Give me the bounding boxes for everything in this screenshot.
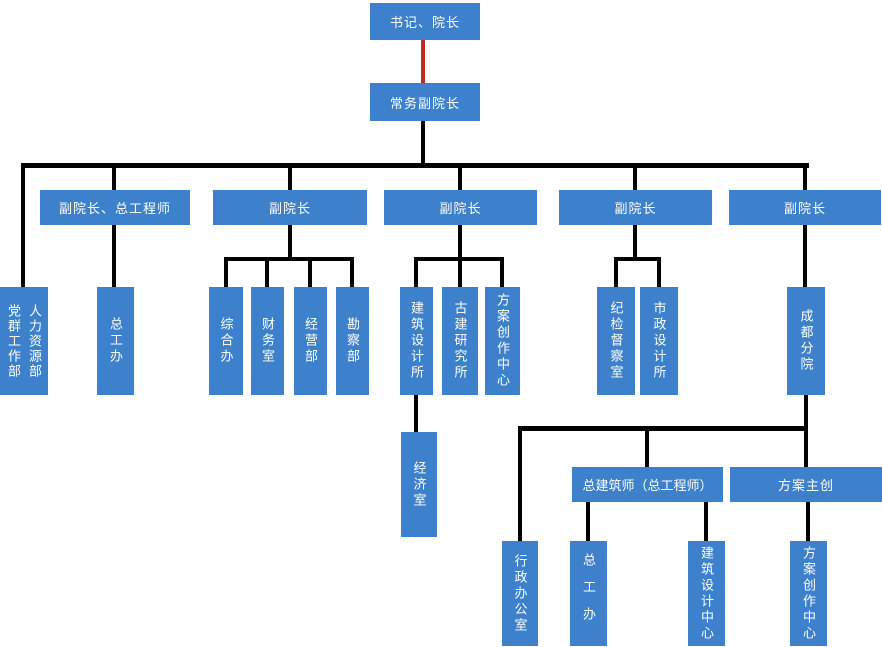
- hr-dept-label: 人力资源部: [27, 303, 42, 379]
- node-vice-dean-4: 副院长: [559, 190, 712, 225]
- node-economics-office: 经济室: [401, 432, 437, 537]
- node-admin-office: 行政办公室: [502, 541, 538, 646]
- connector-drop-vp1: [112, 163, 116, 190]
- party-mass-dept-label: 党群工作部: [6, 303, 21, 379]
- connector-vp1-chief-office: [112, 225, 116, 287]
- node-architectural-design-center: 建筑设计中心: [688, 541, 725, 646]
- connector-vp3-stub: [458, 225, 462, 261]
- node-scheme-lead: 方案主创: [730, 467, 882, 502]
- connector-drop-finance-office: [265, 257, 269, 287]
- node-vice-dean-5: 副院长: [729, 190, 881, 225]
- connector-vp2-branch-horizontal: [224, 257, 354, 261]
- connector-drop-survey-dept: [350, 257, 354, 287]
- connector-vp4-stub: [633, 225, 637, 261]
- node-chief-architect: 总建筑师（总工程师）: [572, 467, 723, 502]
- node-secretary-dean: 书记、院长: [370, 3, 480, 40]
- connector-drop-discipline-office: [614, 257, 618, 287]
- connector-chief-architect-design-center: [704, 502, 708, 541]
- connector-drop-scheme-lead: [804, 426, 808, 467]
- connector-drop-vp2: [288, 163, 292, 190]
- node-architectural-design-institute: 建筑设计所: [400, 287, 433, 395]
- connector-vp4-branch-horizontal: [614, 257, 661, 261]
- connector-drop-municipal-institute: [657, 257, 661, 287]
- connector-chengdu-stub: [804, 394, 808, 430]
- connector-drop-arch-institute: [414, 257, 418, 287]
- connector-root-executive-red: [421, 40, 425, 83]
- connector-chengdu-branch-horizontal: [518, 426, 808, 431]
- node-discipline-inspection-office: 纪检督察室: [597, 287, 635, 395]
- node-vice-dean-2: 副院长: [213, 190, 367, 225]
- connector-drop-chief-architect: [645, 426, 649, 467]
- connector-drop-general-office: [224, 257, 228, 287]
- node-party-hr-dept: 党群工作部 人力资源部: [0, 287, 48, 395]
- node-branch-chief-engineer-office: 总工办: [570, 541, 607, 646]
- node-scheme-creation-center: 方案创作中心: [485, 287, 520, 395]
- connector-executive-trunk: [421, 121, 425, 165]
- node-ancient-architecture-institute: 古建研究所: [442, 287, 478, 395]
- connector-scheme-lead-creation-center: [806, 502, 810, 541]
- node-branch-scheme-creation-center: 方案创作中心: [790, 541, 827, 646]
- connector-drop-business-dept: [308, 257, 312, 287]
- connector-drop-vp3: [458, 163, 462, 190]
- connector-drop-admin-office: [518, 426, 522, 541]
- node-business-dept: 经营部: [294, 287, 327, 395]
- connector-vp5-chengdu: [803, 225, 807, 287]
- connector-drop-creation-center: [500, 257, 504, 287]
- connector-arch-institute-economics: [414, 394, 418, 432]
- connector-vp2-stub: [288, 225, 292, 261]
- connector-drop-vp4: [633, 163, 637, 190]
- node-chengdu-branch: 成都分院: [787, 287, 825, 395]
- connector-trunk-horizontal: [21, 163, 809, 168]
- connector-drop-vp5: [803, 163, 807, 190]
- node-general-office: 综合办: [209, 287, 243, 395]
- connector-drop-party-hr: [21, 163, 25, 287]
- node-vice-dean-3: 副院长: [384, 190, 537, 225]
- node-vice-dean-chief-engineer: 副院长、总工程师: [40, 190, 190, 225]
- node-survey-dept: 勘察部: [336, 287, 369, 395]
- connector-drop-ancient-institute: [458, 257, 462, 287]
- node-executive-vice-dean: 常务副院长: [370, 83, 480, 121]
- node-municipal-design-institute: 市政设计所: [640, 287, 678, 395]
- node-chief-engineer-office: 总工办: [97, 287, 134, 395]
- connector-chief-architect-office: [586, 502, 590, 541]
- node-finance-office: 财务室: [251, 287, 284, 395]
